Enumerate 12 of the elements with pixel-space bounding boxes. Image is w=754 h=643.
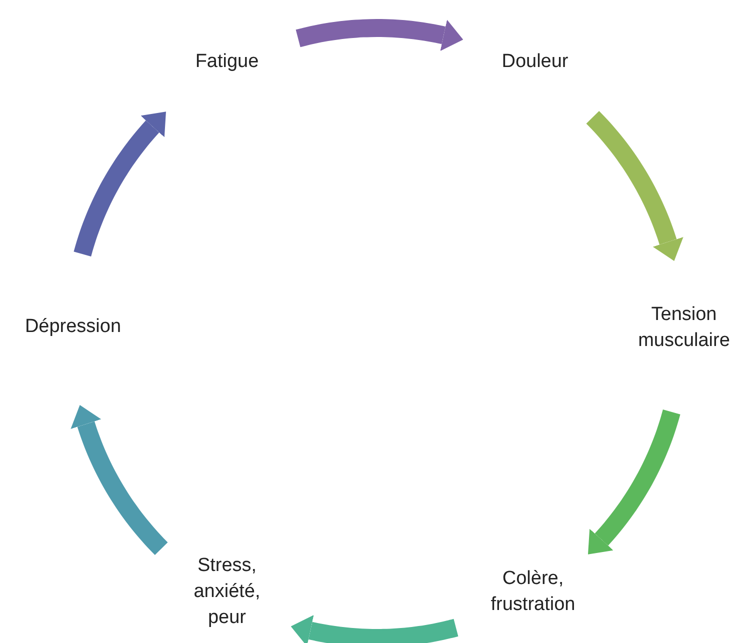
node-label: Douleur — [500, 50, 570, 74]
curved-arrow — [70, 405, 168, 555]
node-label: Tension musculaire — [637, 303, 731, 353]
curved-arrow — [74, 112, 166, 256]
node-label: Fatigue — [194, 50, 260, 74]
node-label: Colère, frustration — [490, 567, 576, 617]
curved-arrow — [588, 410, 680, 554]
node-label: Stress, anxiété, peur — [192, 554, 262, 630]
curved-arrow — [586, 111, 684, 261]
curved-arrow — [296, 19, 464, 51]
curved-arrow — [290, 615, 458, 643]
node-label: Dépression — [24, 315, 122, 339]
